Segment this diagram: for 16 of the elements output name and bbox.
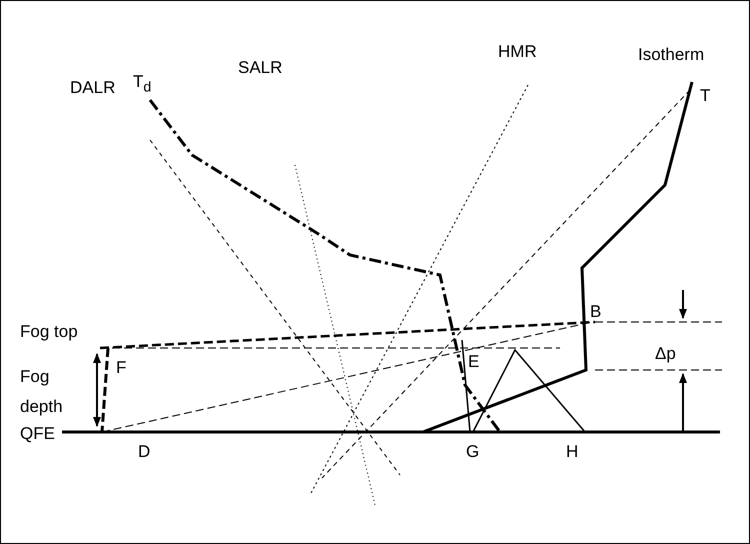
curve-label: T bbox=[700, 86, 710, 105]
point-label: H bbox=[566, 442, 578, 461]
level-label: Fog top bbox=[20, 322, 78, 341]
curve-label: HMR bbox=[498, 42, 537, 61]
point-label: D bbox=[138, 442, 150, 461]
level-label: QFE bbox=[20, 424, 55, 443]
curve-label: Isotherm bbox=[638, 45, 704, 64]
dimension-label: Δp bbox=[655, 344, 676, 363]
curve-label: T$_{d}$ bbox=[133, 72, 152, 98]
point-label: B bbox=[590, 302, 602, 321]
point-label: G bbox=[466, 442, 480, 461]
curve-label: DALR bbox=[70, 78, 116, 97]
level-label: Fog depth bbox=[20, 366, 64, 418]
point-label: E bbox=[468, 352, 480, 371]
point-label: F bbox=[116, 358, 126, 377]
curve-label: SALR bbox=[238, 58, 282, 77]
